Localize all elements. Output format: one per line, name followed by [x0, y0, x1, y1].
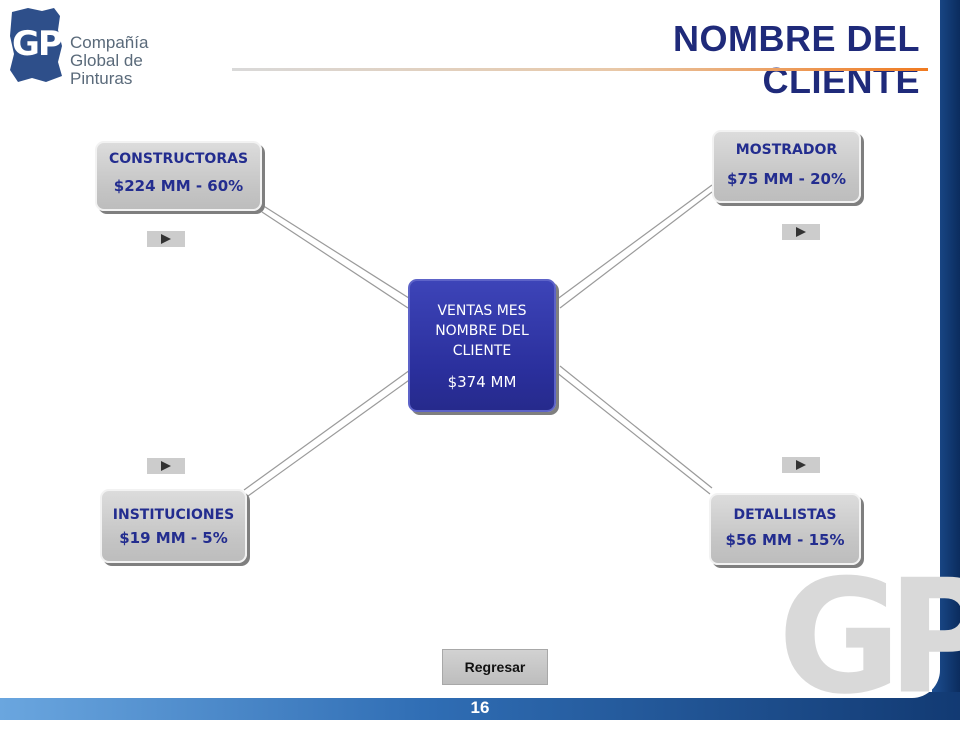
- connector-detallistas-a: [555, 371, 711, 495]
- arrow-button-instituciones[interactable]: [147, 458, 185, 474]
- node-instituciones[interactable]: INSTITUCIONES $19 MM - 5%: [100, 489, 247, 563]
- node-detallistas[interactable]: DETALLISTAS $56 MM - 15%: [709, 493, 861, 565]
- node-detallistas-label: DETALLISTAS: [733, 507, 837, 523]
- back-button[interactable]: Regresar: [442, 649, 548, 685]
- company-logo: GP Compañía Global de Pinturas: [8, 6, 208, 88]
- node-detallistas-value: $56 MM - 15%: [725, 531, 845, 549]
- play-arrow-icon: [161, 234, 171, 244]
- connector-instituciones-a: [243, 369, 411, 491]
- node-mostrador[interactable]: MOSTRADOR $75 MM - 20%: [712, 130, 861, 203]
- logo-line-2: Global de Pinturas: [70, 51, 143, 88]
- page-title: NOMBRE DEL CLIENTE: [673, 18, 920, 101]
- play-arrow-icon: [161, 461, 171, 471]
- connector-detallistas-b: [559, 365, 713, 489]
- page-number: 16: [470, 698, 490, 717]
- connector-constructoras-b: [261, 211, 409, 309]
- arrow-button-detallistas[interactable]: [782, 457, 820, 473]
- arrow-button-mostrador[interactable]: [782, 224, 820, 240]
- gp-logo-icon: [10, 8, 62, 82]
- center-line-1: VENTAS MES: [437, 303, 527, 319]
- connector-constructoras-a: [261, 204, 413, 301]
- center-value: $374 MM: [447, 373, 517, 391]
- node-mostrador-value: $75 MM - 20%: [727, 170, 846, 188]
- node-constructoras-label: CONSTRUCTORAS: [108, 151, 249, 167]
- node-constructoras-value: $224 MM - 60%: [113, 177, 244, 195]
- node-constructoras[interactable]: CONSTRUCTORAS $224 MM - 60%: [95, 141, 262, 211]
- play-arrow-icon: [796, 460, 806, 470]
- logo-initials: GP: [12, 24, 63, 64]
- center-line-2: NOMBRE DEL: [435, 323, 529, 339]
- connector-mostrador-b: [559, 191, 713, 309]
- node-instituciones-label: INSTITUCIONES: [112, 507, 235, 523]
- connector-mostrador-a: [555, 184, 713, 301]
- node-mostrador-label: MOSTRADOR: [735, 142, 838, 158]
- play-arrow-icon: [796, 227, 806, 237]
- center-line-3: CLIENTE: [452, 343, 512, 359]
- node-center-ventas[interactable]: VENTAS MES NOMBRE DEL CLIENTE $374 MM: [408, 279, 556, 412]
- title-underline: [232, 68, 928, 71]
- connector-instituciones-b: [247, 377, 413, 497]
- arrow-button-constructoras[interactable]: [147, 231, 185, 247]
- node-instituciones-value: $19 MM - 5%: [119, 529, 228, 547]
- logo-line-1: Compañía: [70, 33, 149, 52]
